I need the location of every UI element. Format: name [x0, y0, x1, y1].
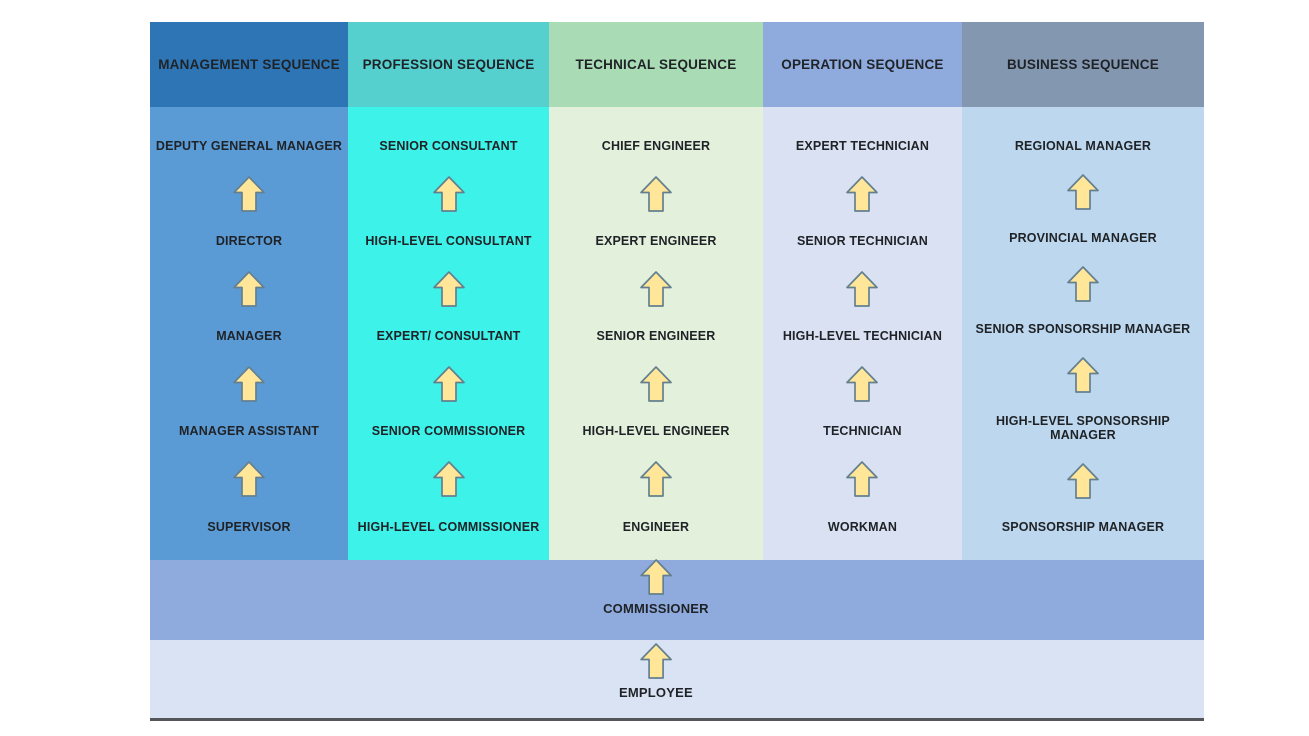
up-arrow-icon	[640, 271, 672, 307]
role-label: SPONSORSHIP MANAGER	[1001, 519, 1165, 534]
up-arrow-icon	[639, 558, 673, 596]
role-label: SENIOR CONSULTANT	[379, 139, 518, 153]
column-header: BUSINESS SEQUENCE	[961, 22, 1204, 107]
up-arrow-icon	[432, 366, 465, 402]
role-label: HIGH-LEVEL TECHNICIAN	[782, 329, 943, 344]
column-body: SENIOR CONSULTANT HIGH-LEVEL CONSULTANT EX…	[348, 107, 550, 560]
up-arrow-icon	[845, 365, 879, 403]
role-label: DEPUTY GENERAL MANAGER	[155, 139, 343, 153]
up-arrow-icon	[233, 175, 265, 212]
sequence-column-profession: PROFESSION SEQUENCE SENIOR CONSULTANT HIGH…	[348, 22, 550, 560]
up-arrow-icon	[232, 175, 266, 213]
commissioner-label: COMMISSIONER	[603, 601, 709, 616]
up-arrow-icon	[1067, 357, 1099, 393]
up-arrow-icon	[1067, 174, 1099, 210]
up-arrow-icon	[846, 461, 879, 498]
employee-band: EMPLOYEE	[150, 640, 1204, 718]
role-label: TECHNICIAN	[823, 424, 902, 439]
up-arrow-icon	[233, 271, 265, 307]
role-label: MANAGER	[216, 329, 282, 344]
up-arrow-icon	[640, 175, 672, 212]
column-header: OPERATION SEQUENCE	[762, 22, 962, 107]
role-label: ENGINEER	[622, 519, 690, 534]
role-label: SENIOR ENGINEER	[596, 329, 716, 344]
role-label: HIGH-LEVEL SPONSORSHIP MANAGER	[995, 413, 1170, 443]
up-arrow-icon	[432, 460, 466, 498]
up-arrow-icon	[232, 365, 266, 403]
up-arrow-icon	[1067, 265, 1099, 302]
up-arrow-icon	[233, 366, 265, 402]
up-arrow-icon	[432, 175, 466, 213]
up-arrow-icon	[233, 461, 265, 498]
up-arrow-icon	[640, 559, 672, 595]
up-arrow-icon	[232, 270, 266, 308]
column-header: TECHNICAL SEQUENCE	[549, 22, 763, 107]
up-arrow-icon	[1066, 173, 1100, 211]
up-arrow-icon	[1066, 265, 1100, 303]
column-body: DEPUTY GENERAL MANAGER DIRECTOR MANAGER MAN…	[150, 107, 349, 560]
up-arrow-icon	[640, 461, 672, 498]
up-arrow-icon	[1066, 356, 1100, 394]
up-arrow-icon	[846, 175, 879, 212]
role-label: WORKMAN	[827, 519, 897, 534]
up-arrow-icon	[432, 175, 465, 212]
column-body: CHIEF ENGINEER EXPERT ENGINEER SENIOR ENGI…	[549, 107, 763, 560]
up-arrow-icon	[846, 271, 879, 307]
up-arrow-icon	[1066, 462, 1100, 500]
column-header: PROFESSION SEQUENCE	[348, 22, 550, 107]
up-arrow-icon	[845, 175, 879, 213]
role-label: HIGH-LEVEL COMMISSIONER	[357, 519, 540, 534]
role-label: DIRECTOR	[215, 234, 283, 249]
up-arrow-icon	[639, 460, 673, 498]
sequence-column-technical: TECHNICAL SEQUENCE CHIEF ENGINEER EXPERT E…	[549, 22, 763, 560]
up-arrow-icon	[639, 270, 673, 308]
up-arrow-icon	[639, 642, 673, 680]
up-arrow-icon	[640, 366, 672, 402]
role-label: SENIOR TECHNICIAN	[796, 234, 928, 249]
up-arrow-icon	[845, 460, 879, 498]
column-body: EXPERT TECHNICIAN SENIOR TECHNICIAN HIGH-L…	[762, 107, 962, 560]
role-label: CHIEF ENGINEER	[601, 139, 711, 153]
sequence-column-business: BUSINESS SEQUENCE REGIONAL MANAGER PROVINC…	[961, 22, 1204, 560]
role-label: REGIONAL MANAGER	[1014, 139, 1152, 153]
up-arrow-icon	[432, 270, 466, 308]
employee-stack: EMPLOYEE	[619, 642, 693, 700]
column-header: MANAGEMENT SEQUENCE	[150, 22, 349, 107]
commissioner-band: COMMISSIONER	[150, 558, 1204, 640]
role-label: SUPERVISOR	[207, 519, 291, 534]
sequence-column-operation: OPERATION SEQUENCE EXPERT TECHNICIAN SENIO…	[762, 22, 962, 560]
role-label: SENIOR COMMISSIONER	[371, 424, 526, 439]
role-label: MANAGER ASSISTANT	[178, 424, 320, 439]
role-label: HIGH-LEVEL CONSULTANT	[365, 234, 532, 249]
up-arrow-icon	[232, 460, 266, 498]
up-arrow-icon	[846, 366, 879, 402]
up-arrow-icon	[639, 175, 673, 213]
role-label: HIGH-LEVEL ENGINEER	[582, 424, 730, 439]
role-label: EXPERT TECHNICIAN	[795, 139, 930, 153]
commissioner-stack: COMMISSIONER	[603, 558, 709, 616]
up-arrow-icon	[1067, 463, 1099, 499]
role-label: SENIOR SPONSORSHIP MANAGER	[975, 322, 1191, 337]
role-label: EXPERT ENGINEER	[595, 234, 717, 249]
role-label: EXPERT/ CONSULTANT	[376, 329, 521, 344]
employee-label: EMPLOYEE	[618, 685, 693, 700]
up-arrow-icon	[845, 270, 879, 308]
up-arrow-icon	[432, 271, 465, 307]
up-arrow-icon	[432, 461, 465, 498]
up-arrow-icon	[640, 643, 672, 679]
role-label: PROVINCIAL MANAGER	[1009, 230, 1157, 245]
column-body: REGIONAL MANAGER PROVINCIAL MANAGER SENIOR…	[961, 107, 1204, 560]
up-arrow-icon	[639, 365, 673, 403]
up-arrow-icon	[432, 365, 466, 403]
